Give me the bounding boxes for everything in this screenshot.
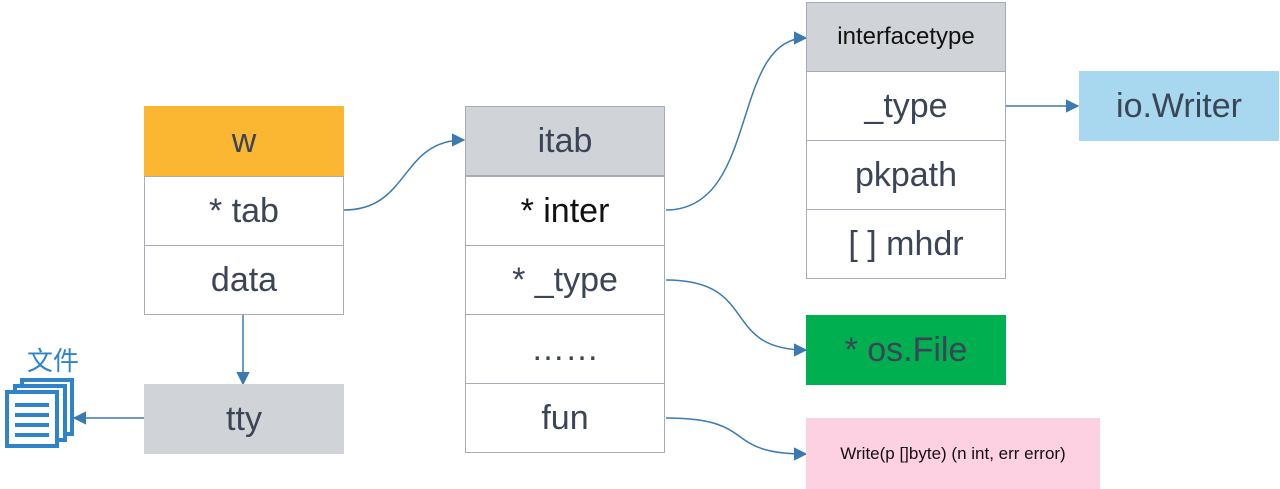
itab-field-ellipsis: …… [465, 314, 665, 384]
documents-icon [5, 378, 74, 448]
itab-field-type: * _type [465, 245, 665, 315]
w-field-data: data [144, 245, 344, 315]
file-icon-label: 文件 [26, 345, 79, 376]
tty-box: tty [144, 384, 344, 454]
interfacetype-field-pkpath: pkpath [806, 140, 1006, 210]
interfacetype-field-type: _type [806, 71, 1006, 141]
arrow-fun-to-write [665, 417, 808, 461]
io-writer-box: io.Writer [1079, 71, 1279, 141]
interfacetype-field-mhdr: [ ] mhdr [806, 209, 1006, 279]
itab-field-inter: * inter [465, 176, 665, 246]
w-field-tab: * tab [144, 176, 344, 246]
arrow-inter-to-interfacetype [665, 31, 808, 211]
arrow-type-to-osfile [665, 279, 808, 357]
arrow-tab-to-itab [343, 133, 466, 211]
itab-field-fun: fun [465, 383, 665, 453]
itab-header: itab [465, 106, 665, 176]
write-func-box: Write(p []byte) (n int, err error) [806, 418, 1100, 489]
os-file-box: * os.File [806, 315, 1006, 385]
w-header: w [144, 106, 344, 176]
interfacetype-header: interfacetype [806, 2, 1006, 72]
